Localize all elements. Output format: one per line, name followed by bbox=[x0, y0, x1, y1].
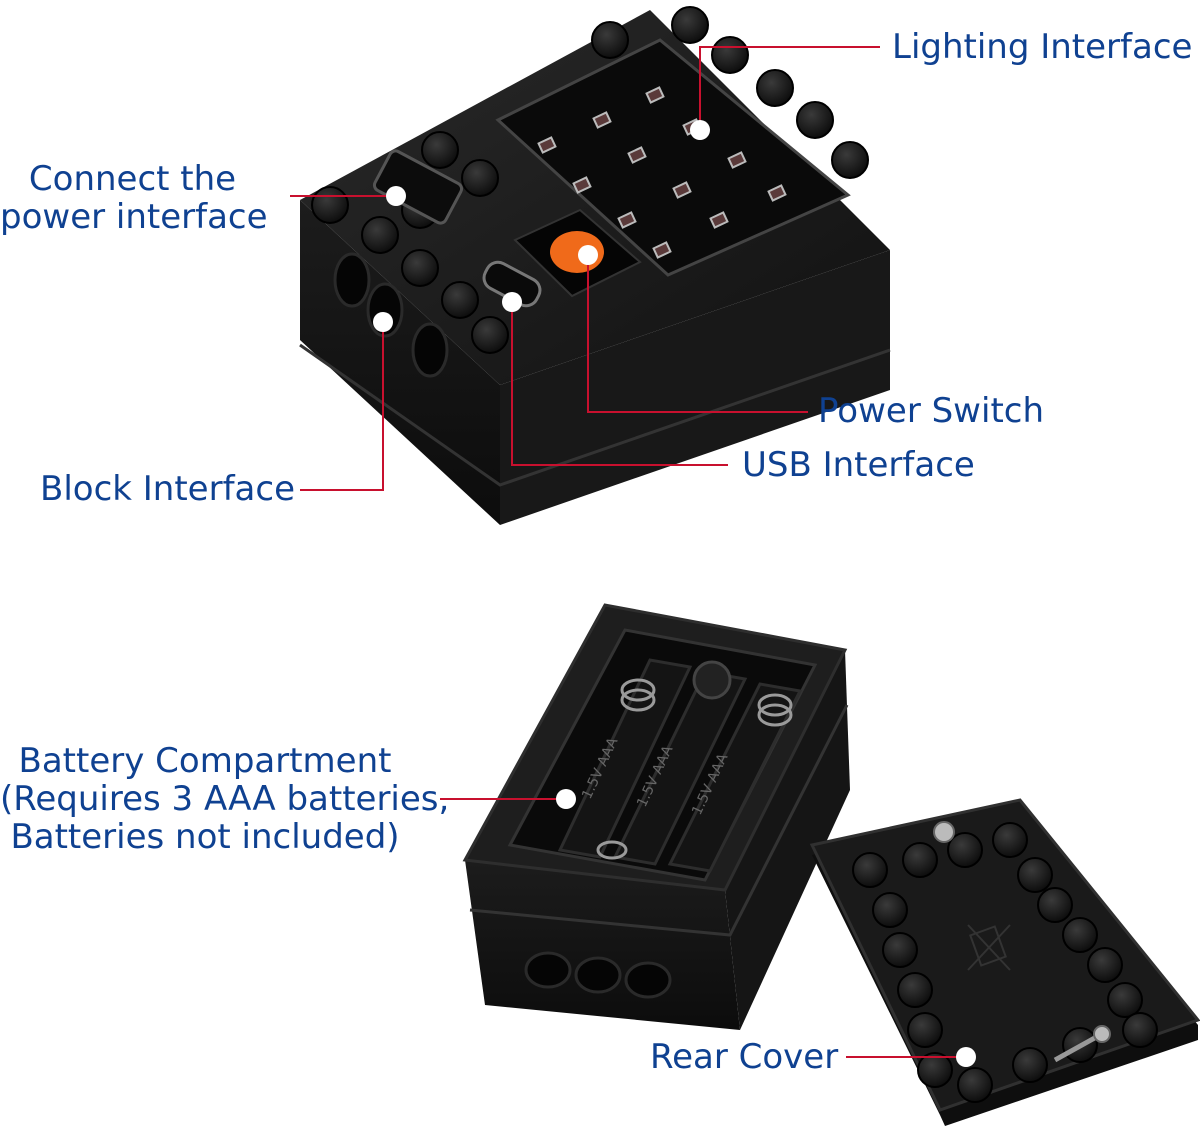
label-battery-line2: (Requires 3 AAA batteries, bbox=[0, 779, 450, 819]
marker-usb bbox=[502, 292, 522, 312]
battery-box-front-face bbox=[465, 860, 740, 1030]
label-connect-line2: power interface bbox=[0, 197, 268, 237]
marker-lighting bbox=[690, 120, 710, 140]
battery-springs bbox=[596, 678, 793, 860]
cover-screw-head bbox=[933, 821, 955, 843]
marker-connect bbox=[386, 186, 406, 206]
loose-screw bbox=[1053, 1025, 1111, 1063]
label-connect-power: Connect the power interface bbox=[0, 159, 268, 237]
label-usb-text: USB Interface bbox=[742, 445, 975, 485]
leader-lines bbox=[290, 46, 966, 1058]
rear-cover bbox=[809, 798, 1200, 1126]
marker-power-switch bbox=[578, 245, 598, 265]
label-lighting-text: Lighting Interface bbox=[892, 27, 1193, 67]
led-matrix bbox=[537, 86, 787, 259]
label-battery-line3: Batteries not included) bbox=[10, 817, 400, 857]
label-block-text: Block Interface bbox=[40, 469, 295, 509]
marker-block bbox=[373, 312, 393, 332]
marker-rear-cover bbox=[956, 1047, 976, 1067]
label-connect-line1: Connect the bbox=[28, 159, 237, 199]
battery-box: 1.5V AAA 1.5V AAA 1.5V AAA bbox=[462, 603, 850, 1030]
recycle-bin-icon bbox=[967, 924, 1011, 971]
lighting-panel bbox=[495, 38, 851, 277]
main-unit-studs bbox=[311, 6, 869, 354]
main-unit bbox=[299, 6, 891, 525]
callout-markers bbox=[373, 120, 976, 1067]
label-power-switch: Power Switch bbox=[818, 392, 1044, 430]
battery-box-seam bbox=[469, 704, 849, 937]
label-rear-cover-text: Rear Cover bbox=[650, 1037, 839, 1077]
screw-boss bbox=[692, 660, 732, 700]
main-unit-seam bbox=[299, 343, 891, 487]
label-lighting-interface: Lighting Interface bbox=[892, 28, 1192, 66]
label-battery-compartment: Battery Compartment (Requires 3 AAA batt… bbox=[0, 741, 450, 857]
leader-power-switch bbox=[587, 255, 808, 413]
battery-box-right-face bbox=[725, 650, 850, 1030]
battery-slots bbox=[557, 658, 803, 873]
marker-battery bbox=[556, 789, 576, 809]
main-unit-front-right-face bbox=[500, 250, 890, 525]
label-power-switch-text: Power Switch bbox=[818, 391, 1045, 431]
power-connector bbox=[372, 149, 464, 225]
leader-usb bbox=[511, 302, 728, 466]
rear-cover-studs bbox=[852, 822, 1158, 1103]
label-battery-line1: Battery Compartment bbox=[18, 741, 392, 781]
battery-box-holes bbox=[524, 951, 672, 999]
label-usb-interface: USB Interface bbox=[742, 446, 975, 484]
label-block-interface: Block Interface bbox=[40, 470, 295, 508]
leader-lighting bbox=[699, 46, 880, 130]
label-rear-cover: Rear Cover bbox=[650, 1038, 838, 1076]
leader-block bbox=[300, 322, 384, 491]
